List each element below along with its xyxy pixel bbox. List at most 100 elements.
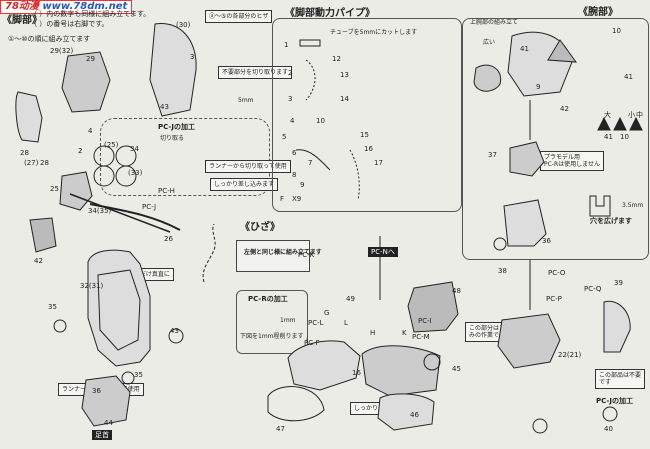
leg-piece-top-left bbox=[15, 91, 43, 143]
pipe-step-text: チューブを5mmにカットします bbox=[330, 29, 418, 36]
leg-pipe-section-box bbox=[272, 18, 462, 212]
part-circle-3 bbox=[121, 371, 135, 385]
arm-lower-shell bbox=[497, 313, 561, 369]
arm-forearm bbox=[503, 199, 547, 247]
hole-size: 3.5mm bbox=[622, 202, 644, 209]
pipe-part-label: X9 bbox=[292, 195, 302, 203]
center-part-label: 45 bbox=[452, 365, 461, 373]
pipe-part-label: 3 bbox=[288, 95, 293, 103]
tube-note-box: ⓐ〜⑤の各部分のヒザ bbox=[205, 10, 273, 23]
arm-part-label: 38 bbox=[498, 267, 507, 275]
trim-note-box: 不要部分を切り取ります bbox=[218, 66, 293, 79]
leg-part-label: 2 bbox=[78, 147, 83, 155]
pc-j-process-title: PC-Jの加工 bbox=[158, 123, 195, 131]
leg-piece-block bbox=[61, 51, 111, 113]
leg-part-label: 25 bbox=[50, 185, 59, 193]
leg-part-label: (25) bbox=[104, 141, 119, 149]
note-parenthesis-1: （ ）内の数字も同様に組み立てます。 bbox=[30, 10, 151, 18]
tube-note-text: ⓐ〜⑤の各部分のヒザ bbox=[209, 13, 269, 20]
center-block bbox=[407, 281, 459, 333]
pc-part-label: PC-K bbox=[298, 251, 315, 259]
length-1mm: 1mm bbox=[280, 317, 296, 324]
widen-hole-text: 穴を広げます bbox=[590, 217, 632, 225]
section-legs-title: 《脚部》 bbox=[2, 15, 42, 26]
arm-cone-small-3 bbox=[629, 116, 643, 131]
pipe-part-label: F bbox=[280, 195, 285, 203]
center-part-label: H bbox=[370, 329, 376, 337]
firmly-insert-box: しっかり差し込みます bbox=[210, 178, 279, 191]
center-part-label: L bbox=[344, 319, 348, 327]
ankle-label-text: 足首 bbox=[95, 431, 109, 439]
pipe-detail-4 bbox=[349, 149, 360, 201]
arm-part-label: 大 bbox=[604, 111, 611, 119]
leg-part-label: 35 bbox=[134, 371, 143, 379]
pipe-part-label: 15 bbox=[360, 131, 369, 139]
leg-part-label: 35 bbox=[48, 303, 57, 311]
pc-n-arrow-text: PC-Nへ bbox=[371, 248, 395, 256]
center-sole bbox=[361, 345, 441, 397]
pipe-part-label: 16 bbox=[364, 145, 373, 153]
leg-part-label: 43 bbox=[160, 103, 169, 111]
pipe-part-label: 9 bbox=[300, 181, 305, 189]
leg-part-label: 32(31) bbox=[80, 282, 104, 290]
leg-part-label: (33) bbox=[128, 169, 143, 177]
leg-armor-inner bbox=[97, 269, 141, 351]
pipe-part-label: 12 bbox=[332, 55, 341, 63]
center-part-label: 46 bbox=[410, 411, 419, 419]
left-right-same-text: 左側と同じ様に組み立てます bbox=[244, 249, 322, 256]
pipe-part-label: 10 bbox=[316, 117, 325, 125]
pc-part-label: PC-H bbox=[158, 187, 175, 195]
arm-cone-small-2 bbox=[613, 116, 627, 131]
arm-part-label: 41 bbox=[520, 45, 529, 53]
leg-part-label: 3 bbox=[190, 53, 195, 61]
leg-part-label: 43 bbox=[170, 327, 179, 335]
pipe-part-label: 8 bbox=[292, 171, 297, 179]
note-parenthesis-2: （ ）の番号は右脚です。 bbox=[30, 20, 109, 28]
arm-steps-text: 上腕部の組み立て bbox=[470, 19, 519, 26]
pipe-detail-3 bbox=[295, 149, 331, 171]
arm-section-box bbox=[462, 18, 649, 260]
arm-part-label: 39 bbox=[614, 279, 623, 287]
center-foot-shell bbox=[287, 340, 361, 391]
foot-base bbox=[81, 375, 131, 427]
runner-cut-text: ランナーから切り取って使用 bbox=[209, 163, 287, 170]
arm-cone bbox=[547, 39, 578, 63]
arm-part-label: 40 bbox=[604, 425, 613, 433]
arm-part-label: 36 bbox=[542, 237, 551, 245]
arm-disk-2 bbox=[532, 418, 548, 434]
shave-note: 下図を1mm程削ります bbox=[240, 333, 304, 340]
arm-disk-1 bbox=[493, 237, 507, 251]
remove-unused-text: この部品は不要です bbox=[599, 372, 642, 386]
remove-unused-box: この部品は不要です bbox=[595, 369, 645, 389]
center-part-label: 47 bbox=[276, 425, 285, 433]
plamodel-text: プラモデル用 bbox=[544, 154, 581, 161]
pc-n-arrow-stamp: PC-Nへ bbox=[368, 247, 398, 257]
leg-part-label: 26 bbox=[164, 235, 173, 243]
arm-part-label: 中 bbox=[636, 111, 643, 119]
leg-part-label: 42 bbox=[34, 257, 43, 265]
arm-cone-small-1 bbox=[597, 116, 611, 131]
pipe-part-label: 1 bbox=[284, 41, 289, 49]
leg-part-label: 36 bbox=[92, 387, 101, 395]
part-circle-4 bbox=[93, 145, 115, 167]
arm-part-label: 9 bbox=[536, 83, 541, 91]
length-5mm: 5mm bbox=[238, 97, 254, 104]
pc-r-process-title: PC-Rの加工 bbox=[248, 295, 288, 303]
part-circle-7 bbox=[115, 165, 137, 187]
runner-cut-box: ランナーから切り取って使用 bbox=[205, 160, 291, 173]
pipe-part-label: 7 bbox=[308, 159, 313, 167]
trim-note-text: 不要部分を切り取ります bbox=[222, 69, 289, 76]
center-part-label: 16 bbox=[352, 369, 361, 377]
pc-j-cut-note: 切り取る bbox=[160, 135, 185, 142]
leg-piece-small bbox=[29, 217, 57, 253]
pipe-detail-1 bbox=[299, 39, 321, 47]
center-part-label: G bbox=[324, 309, 330, 317]
pc-j-process-box bbox=[100, 118, 270, 196]
arm-part-label: 42 bbox=[560, 105, 569, 113]
center-part-label: 49 bbox=[346, 295, 355, 303]
arm-part-label: 22(21) bbox=[558, 351, 582, 359]
center-disk bbox=[423, 353, 441, 371]
section-knee-title: 《ひざ》 bbox=[240, 222, 280, 233]
section-arm-title: 《腕部》 bbox=[578, 7, 618, 18]
as-close-text: できるだけ真直に bbox=[122, 271, 170, 278]
